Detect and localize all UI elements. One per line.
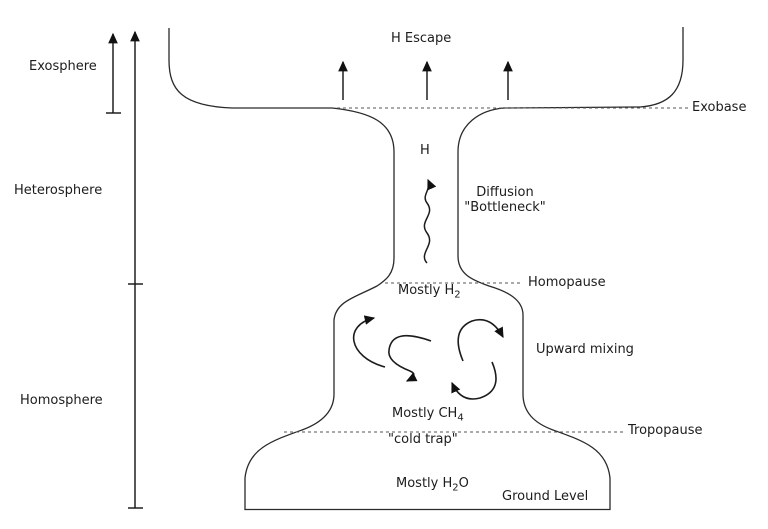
label-h: H (420, 143, 430, 158)
label-mostly-h2: Mostly H2 (398, 283, 461, 301)
label-cold-trap: "cold trap" (388, 432, 458, 447)
label-tropopause: Tropopause (628, 423, 703, 438)
label-h-escape: H Escape (391, 31, 452, 46)
exosphere-range-arrow (106, 32, 121, 114)
wavy-up-arrow (423, 178, 437, 264)
label-diffusion-line1: Diffusion (476, 185, 534, 200)
label-diffusion-bottleneck: Diffusion "Bottleneck" (455, 185, 555, 216)
mixing-eddy-arrows (352, 315, 504, 400)
h-escape-arrows (338, 60, 513, 100)
curved-eddy-arrow (352, 315, 386, 368)
label-heterosphere: Heterosphere (14, 183, 103, 198)
atmosphere-profile-curve (168, 27, 684, 511)
label-diffusion-line2: "Bottleneck" (464, 199, 546, 215)
altitude-axis-arrow (128, 30, 143, 509)
label-homopause: Homopause (528, 275, 606, 290)
label-exosphere: Exosphere (29, 59, 97, 74)
label-mostly-ch4: Mostly CH4 (392, 406, 464, 424)
label-exobase: Exobase (692, 100, 747, 115)
curved-eddy-arrow (457, 318, 504, 362)
label-ground-level: Ground Level (502, 489, 589, 504)
label-mostly-h2o: Mostly H2O (396, 476, 469, 494)
curved-eddy-arrow (451, 361, 497, 400)
label-upward-mixing: Upward mixing (536, 342, 634, 357)
curved-eddy-arrow (388, 334, 432, 382)
label-homosphere: Homosphere (20, 393, 103, 408)
